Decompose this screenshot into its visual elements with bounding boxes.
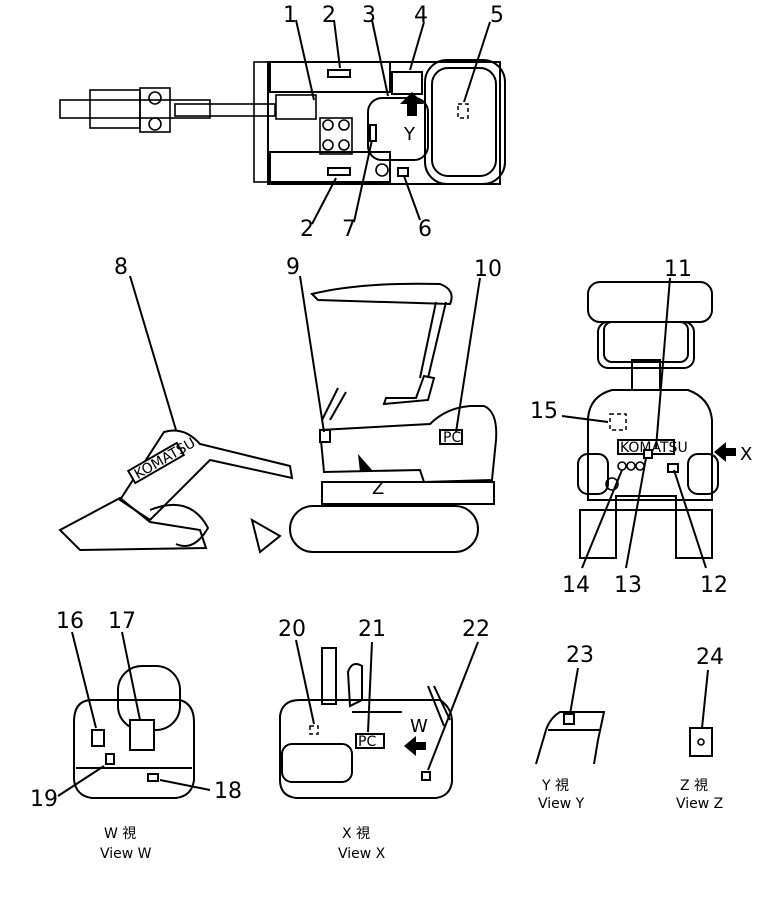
view-w-caption-jp: W 視 bbox=[104, 826, 136, 842]
view-y-caption-jp: Y 視 bbox=[541, 778, 569, 794]
view-z-caption-en: View Z bbox=[676, 796, 723, 812]
callout-4: 4 bbox=[414, 3, 428, 28]
side-view: PC Z KOMATSU bbox=[58, 275, 498, 554]
callout-12: 12 bbox=[700, 573, 728, 598]
callout-16: 16 bbox=[56, 609, 84, 634]
callout-3: 3 bbox=[362, 3, 376, 28]
view-y-caption-en: View Y bbox=[538, 796, 585, 812]
callout-11: 11 bbox=[664, 257, 692, 282]
callout-23: 23 bbox=[566, 643, 594, 668]
callout-21: 21 bbox=[358, 617, 386, 642]
rear-view: KOMATSU X bbox=[561, 277, 752, 569]
callout-6: 6 bbox=[418, 217, 432, 242]
view-w-caption-en: View W bbox=[100, 846, 152, 862]
view-w bbox=[57, 631, 211, 799]
callout-5: 5 bbox=[490, 3, 504, 28]
view-x-marker: X bbox=[740, 444, 752, 465]
view-x-pc-decal: PC bbox=[358, 734, 376, 750]
callout-14: 14 bbox=[562, 573, 590, 598]
callout-8: 8 bbox=[114, 255, 128, 280]
callout-1: 1 bbox=[283, 3, 297, 28]
callout-19: 19 bbox=[30, 787, 58, 812]
view-w-marker: W bbox=[410, 716, 428, 737]
view-z bbox=[689, 669, 713, 757]
rear-decal: KOMATSU bbox=[620, 440, 688, 456]
callout-18: 18 bbox=[214, 779, 242, 804]
callout-2: 2 bbox=[322, 3, 336, 28]
callout-22: 22 bbox=[462, 617, 490, 642]
view-y bbox=[535, 667, 606, 765]
side-pc-decal: PC bbox=[443, 430, 461, 446]
top-view: Y bbox=[59, 19, 506, 225]
view-x-caption-en: View X bbox=[338, 846, 386, 862]
callout-9: 9 bbox=[286, 255, 300, 280]
callout-15: 15 bbox=[530, 399, 558, 424]
view-z-marker: Z bbox=[372, 478, 384, 499]
boom-decal: KOMATSU bbox=[132, 435, 199, 483]
view-z-caption-jp: Z 視 bbox=[680, 778, 708, 794]
view-y-marker: Y bbox=[403, 124, 416, 145]
callout-7: 7 bbox=[342, 217, 356, 242]
callout-24: 24 bbox=[696, 645, 724, 670]
callout-17: 17 bbox=[108, 609, 136, 634]
view-x: PC W bbox=[279, 639, 479, 799]
callout-13: 13 bbox=[614, 573, 642, 598]
callout-20: 20 bbox=[278, 617, 306, 642]
callout-10: 10 bbox=[474, 257, 502, 282]
callout-2-bottom: 2 bbox=[300, 217, 314, 242]
view-x-caption-jp: X 視 bbox=[342, 826, 370, 842]
